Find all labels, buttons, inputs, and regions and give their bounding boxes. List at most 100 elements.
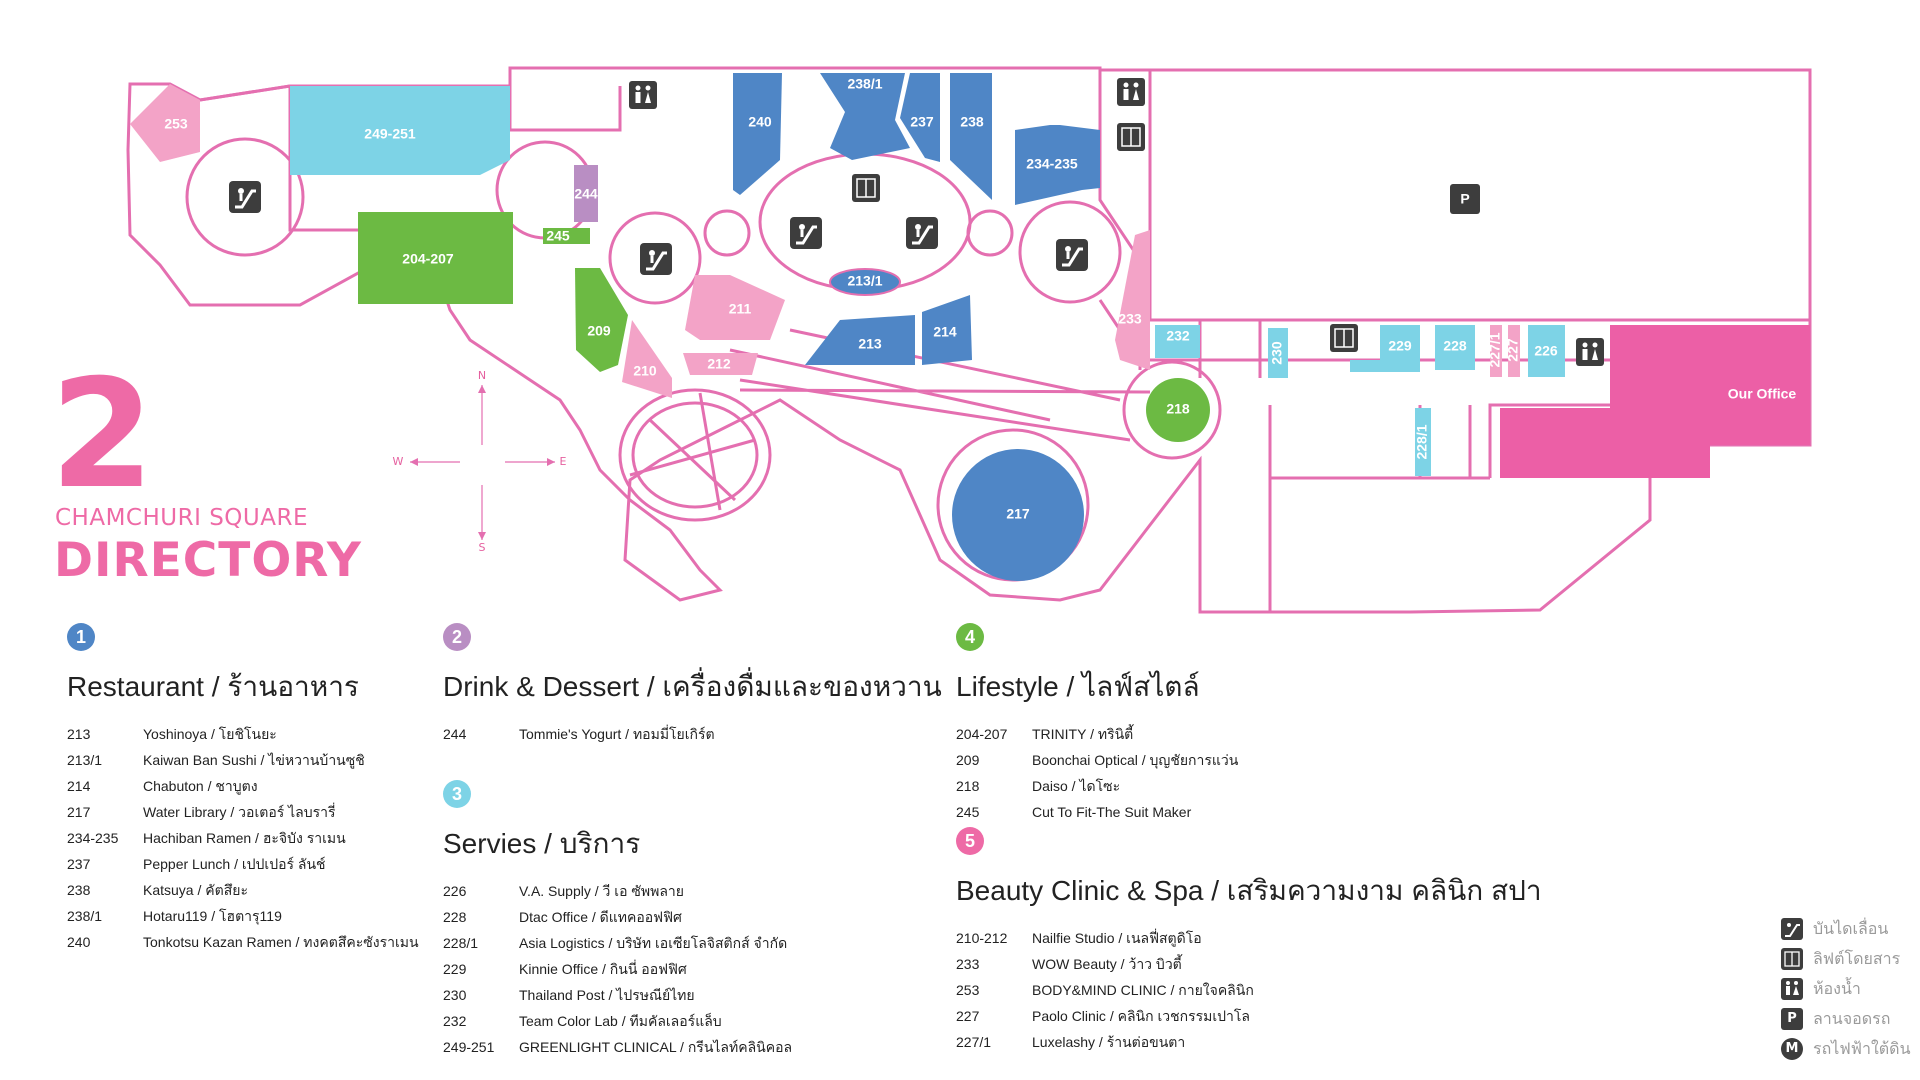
unit-209[interactable]: 209 (575, 268, 628, 372)
svg-text:209: 209 (587, 323, 611, 339)
unit-213[interactable]: 213 (805, 315, 915, 365)
unit-number: 228 (443, 909, 467, 925)
unit-233[interactable]: 233 (1115, 230, 1150, 370)
svg-text:213: 213 (858, 336, 882, 352)
unit-218[interactable]: 218 (1146, 378, 1210, 442)
unit-217[interactable]: 217 (952, 449, 1084, 581)
unit-230[interactable]: 230 (1268, 328, 1288, 378)
section-badge: 2 (443, 623, 471, 651)
svg-text:Our Office: Our Office (1728, 386, 1797, 402)
legend-metro: M รถไฟฟ้าใต้ดิน (1781, 1034, 1911, 1064)
unit-226[interactable]: 226 (1528, 325, 1565, 377)
unit-210[interactable]: 210 (622, 320, 672, 398)
svg-text:227/1: 227/1 (1487, 332, 1503, 367)
compass-e: E (560, 455, 567, 468)
unit-238-1[interactable]: 238/1 (820, 73, 910, 160)
unit-number: 227/1 (956, 1034, 992, 1050)
legend-elevator: ลิฟต์โดยสาร (1781, 944, 1911, 974)
svg-text:218: 218 (1166, 401, 1190, 417)
svg-text:226: 226 (1534, 343, 1558, 359)
unit-227-1[interactable]: 227/1 (1487, 325, 1503, 377)
shop-name: V.A. Supply / วี เอ ซัพพลาย (519, 883, 684, 899)
floor-map: 253 249-251 204-207 244 245 209 210 211 … (126, 66, 1812, 614)
svg-text:233: 233 (1118, 311, 1142, 327)
svg-text:213/1: 213/1 (847, 273, 882, 289)
unit-249-251[interactable]: 249-251 (290, 86, 510, 175)
shop-name: Hotaru119 / โฮตารุ119 (143, 908, 282, 924)
unit-229[interactable]: 229 (1350, 325, 1420, 372)
section-title: Drink & Dessert / เครื่องดื่มและของหวาน (443, 671, 942, 702)
unit-214[interactable]: 214 (922, 295, 972, 365)
unit-number: 229 (443, 961, 467, 977)
unit-213-1[interactable]: 213/1 (829, 268, 901, 296)
section-title: Restaurant / ร้านอาหาร (67, 671, 359, 702)
unit-number: 240 (67, 934, 91, 950)
shop-name: GREENLIGHT CLINICAL / กรีนไลท์คลินิคอล (519, 1039, 793, 1055)
unit-our-office[interactable]: Our Office (1500, 325, 1810, 478)
shop-name: TRINITY / ทรินิตี้ (1032, 726, 1134, 742)
restroom-icon (1117, 78, 1145, 106)
escalator-icon (638, 241, 674, 277)
elevator-icon (1329, 323, 1359, 353)
unit-212[interactable]: 212 (683, 353, 758, 375)
escalator-icon (1054, 237, 1090, 273)
unit-228-1[interactable]: 228/1 (1414, 408, 1431, 476)
shop-name: Luxelashy / ร้านต่อขนตา (1032, 1034, 1186, 1050)
unit-227[interactable]: 227 (1505, 325, 1521, 377)
floor-number: 2 (50, 348, 155, 522)
unit-238[interactable]: 238 (950, 73, 992, 200)
unit-number: 238 (67, 882, 91, 898)
unit-253[interactable]: 253 (130, 84, 200, 162)
unit-245[interactable]: 245 (543, 228, 590, 244)
shop-name: Boonchai Optical / บุญชัยการแว่น (1032, 752, 1239, 768)
legend-restroom: ห้องน้ำ (1781, 974, 1911, 1004)
section-title: Servies / บริการ (443, 828, 641, 859)
unit-number: 230 (443, 987, 467, 1003)
unit-240[interactable]: 240 (733, 73, 782, 195)
shop-name: Kinnie Office / กินนี่ ออฟฟิศ (519, 961, 687, 977)
unit-number: 238/1 (67, 908, 103, 924)
unit-number: 213/1 (67, 752, 103, 768)
unit-244[interactable]: 244 (574, 165, 598, 222)
unit-237[interactable]: 237 (900, 73, 940, 162)
unit-number: 228/1 (443, 935, 479, 951)
svg-text:217: 217 (1006, 506, 1030, 522)
unit-234-235[interactable]: 234-235 (1015, 125, 1100, 205)
section-title: Beauty Clinic & Spa / เสริมความงาม คลินิ… (956, 875, 1542, 906)
parking-icon: P (1781, 1008, 1803, 1030)
unit-number: 227 (956, 1008, 980, 1024)
shop-name: Nailfie Studio / เนลฟี่สตูดิโอ (1032, 930, 1202, 946)
shop-name: Water Library / วอเตอร์ ไลบรารี่ (143, 804, 336, 820)
shop-name: Chabuton / ชาบูตง (143, 778, 258, 794)
shop-name: Cut To Fit-The Suit Maker (1032, 804, 1192, 820)
shop-name: Team Color Lab / ทีมคัลเลอร์แล็บ (519, 1013, 722, 1029)
unit-211[interactable]: 211 (685, 275, 785, 340)
directory-row: 227/1 Luxelashy / ร้านต่อขนตา (956, 1029, 1542, 1055)
shop-name: WOW Beauty / ว้าว บิวตี้ (1032, 956, 1182, 972)
directory-row: 229 Kinnie Office / กินนี่ ออฟฟิศ (443, 956, 792, 982)
unit-232[interactable]: 232 (1155, 325, 1200, 358)
legend-label: ลานจอดรถ (1813, 1008, 1891, 1028)
unit-number: 234-235 (67, 830, 119, 846)
unit-228[interactable]: 228 (1435, 325, 1475, 370)
unit-204-207[interactable]: 204-207 (358, 212, 513, 304)
unit-number: 218 (956, 778, 980, 794)
shop-name: Tonkotsu Kazan Ramen / ทงคตสึคะซังราเมน (143, 934, 419, 950)
shop-name: Hachiban Ramen / ฮะจิบัง ราเมน (143, 830, 346, 846)
svg-text:204-207: 204-207 (402, 251, 454, 267)
map-legend: บันไดเลื่อน ลิฟต์โดยสาร ห้องน้ำ P ลานจอด… (1781, 914, 1911, 1064)
escalator-icon (904, 215, 940, 251)
